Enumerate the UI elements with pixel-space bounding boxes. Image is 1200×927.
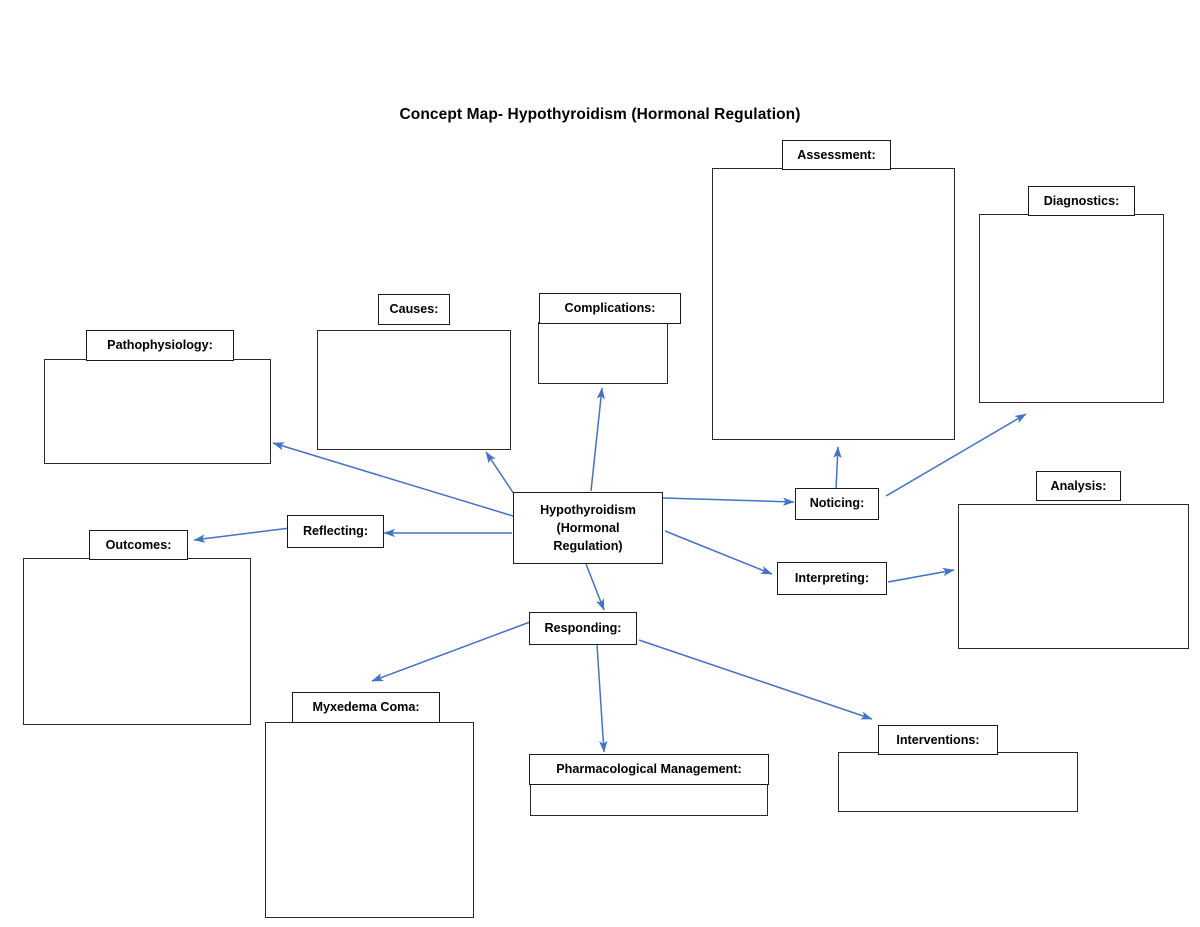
- pharmacological-management-label[interactable]: Pharmacological Management:: [529, 754, 769, 785]
- center-line-3: Regulation): [553, 539, 623, 554]
- analysis-body[interactable]: [958, 504, 1189, 649]
- analysis-label[interactable]: Analysis:: [1036, 471, 1121, 501]
- edge-responding-to-myxedema-coma: [371, 621, 531, 682]
- center-line-2: (Hormonal: [556, 520, 620, 535]
- myxedema-coma-body[interactable]: [265, 722, 474, 918]
- node-center-hypothyroidism[interactable]: Hypothyroidism (Hormonal Regulation): [513, 492, 663, 564]
- node-noticing[interactable]: Noticing:: [795, 488, 879, 520]
- edge-responding-to-interventions: [638, 639, 873, 720]
- edge-center-to-interpreting: [664, 530, 773, 575]
- assessment-body[interactable]: [712, 168, 955, 440]
- pharmacological-management-body[interactable]: [530, 783, 768, 816]
- edge-responding-to-pharmacological-management: [596, 644, 608, 753]
- outcomes-body[interactable]: [23, 558, 251, 725]
- complications-label[interactable]: Complications:: [539, 293, 681, 324]
- node-interpreting[interactable]: Interpreting:: [777, 562, 887, 595]
- interventions-label[interactable]: Interventions:: [878, 725, 998, 755]
- node-reflecting[interactable]: Reflecting:: [287, 515, 384, 548]
- complications-body[interactable]: [538, 322, 668, 384]
- diagnostics-label[interactable]: Diagnostics:: [1028, 186, 1135, 216]
- edge-center-to-pathophysiology: [272, 442, 514, 517]
- center-line-1: Hypothyroidism: [540, 502, 636, 517]
- node-responding[interactable]: Responding:: [529, 612, 637, 645]
- edge-interpreting-to-analysis: [887, 567, 955, 583]
- edge-reflecting-to-outcomes: [193, 527, 291, 543]
- assessment-label[interactable]: Assessment:: [782, 140, 891, 170]
- outcomes-label[interactable]: Outcomes:: [89, 530, 188, 560]
- edge-noticing-to-assessment: [833, 446, 842, 490]
- edge-center-to-complications: [590, 387, 605, 492]
- interventions-body[interactable]: [838, 752, 1078, 812]
- myxedema-coma-label[interactable]: Myxedema Coma:: [292, 692, 440, 723]
- pathophysiology-body[interactable]: [44, 359, 271, 464]
- page-title: Concept Map- Hypothyroidism (Hormonal Re…: [399, 106, 801, 123]
- diagnostics-body[interactable]: [979, 214, 1164, 403]
- edge-center-to-responding: [585, 563, 605, 611]
- causes-body[interactable]: [317, 330, 511, 450]
- causes-label[interactable]: Causes:: [378, 294, 450, 325]
- pathophysiology-label[interactable]: Pathophysiology:: [86, 330, 234, 361]
- edge-center-to-noticing: [662, 497, 795, 506]
